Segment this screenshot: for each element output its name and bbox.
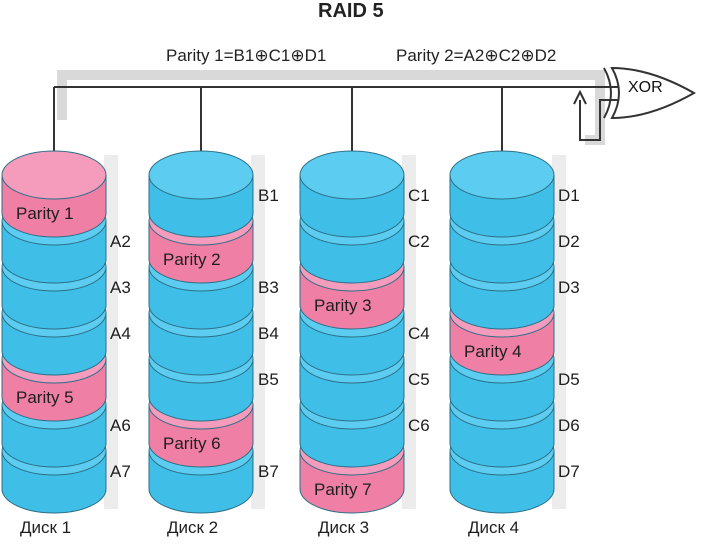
parity-label: Parity 1 — [16, 204, 74, 223]
block-top — [1, 150, 107, 200]
parity-label: Parity 6 — [163, 434, 221, 453]
block-label: A7 — [110, 462, 131, 481]
disk-shadow — [552, 155, 566, 509]
block-label: D2 — [558, 232, 580, 251]
block-label: C4 — [408, 324, 430, 343]
block-label: B7 — [258, 462, 279, 481]
parity-label: Parity 3 — [314, 296, 372, 315]
data-block — [299, 150, 405, 238]
disk-name: Диск 1 — [20, 518, 72, 537]
block-label: A3 — [110, 278, 131, 297]
block-top — [449, 150, 555, 200]
block-label: B4 — [258, 324, 279, 343]
block-label: D6 — [558, 416, 580, 435]
parity-label: Parity 7 — [314, 480, 372, 499]
parity-label: Parity 2 — [163, 250, 221, 269]
connection-lines — [53, 86, 620, 175]
xor-gate — [603, 66, 697, 120]
block-label: D7 — [558, 462, 580, 481]
disk-shadow — [251, 155, 265, 509]
block-label: A4 — [110, 324, 131, 343]
data-block — [449, 150, 555, 238]
disk-name: Диск 3 — [318, 518, 370, 537]
disk-shadows — [57, 70, 605, 145]
block-label: A6 — [110, 416, 131, 435]
disk-3 — [299, 150, 416, 514]
disk-shadow — [402, 155, 416, 509]
block-label: C2 — [408, 232, 430, 251]
parity1-formula: Parity 1=B1⊕C1⊕D1 — [166, 46, 327, 65]
block-label: B1 — [258, 186, 279, 205]
parity-label: Parity 4 — [464, 342, 522, 361]
block-label: A2 — [110, 232, 131, 251]
block-label: D3 — [558, 278, 580, 297]
block-label: B5 — [258, 370, 279, 389]
xor-body — [610, 66, 697, 120]
diagram-title: RAID 5 — [318, 0, 384, 22]
block-label: C5 — [408, 370, 430, 389]
data-block — [148, 150, 254, 238]
shadow-frame — [57, 70, 605, 145]
xor-label: XOR — [628, 79, 663, 96]
disk-4 — [449, 150, 566, 514]
disk-name: Диск 4 — [468, 518, 520, 537]
disk-2 — [148, 150, 265, 514]
parity-label: Parity 5 — [16, 388, 74, 407]
disk-1 — [1, 150, 118, 514]
disk-stacks — [1, 150, 566, 514]
parity-block — [1, 150, 107, 238]
block-top — [299, 150, 405, 200]
arrow-head — [573, 89, 587, 105]
block-label: D5 — [558, 370, 580, 389]
block-label: C1 — [408, 186, 430, 205]
disk-name: Диск 2 — [167, 518, 219, 537]
block-label: C6 — [408, 416, 430, 435]
block-label: D1 — [558, 186, 580, 205]
parity2-formula: Parity 2=A2⊕C2⊕D2 — [396, 46, 557, 65]
disk-shadow — [104, 155, 118, 509]
block-top — [148, 150, 254, 200]
xor-input-curve — [603, 67, 612, 119]
block-label: B3 — [258, 278, 279, 297]
xor-feedback — [579, 99, 620, 141]
